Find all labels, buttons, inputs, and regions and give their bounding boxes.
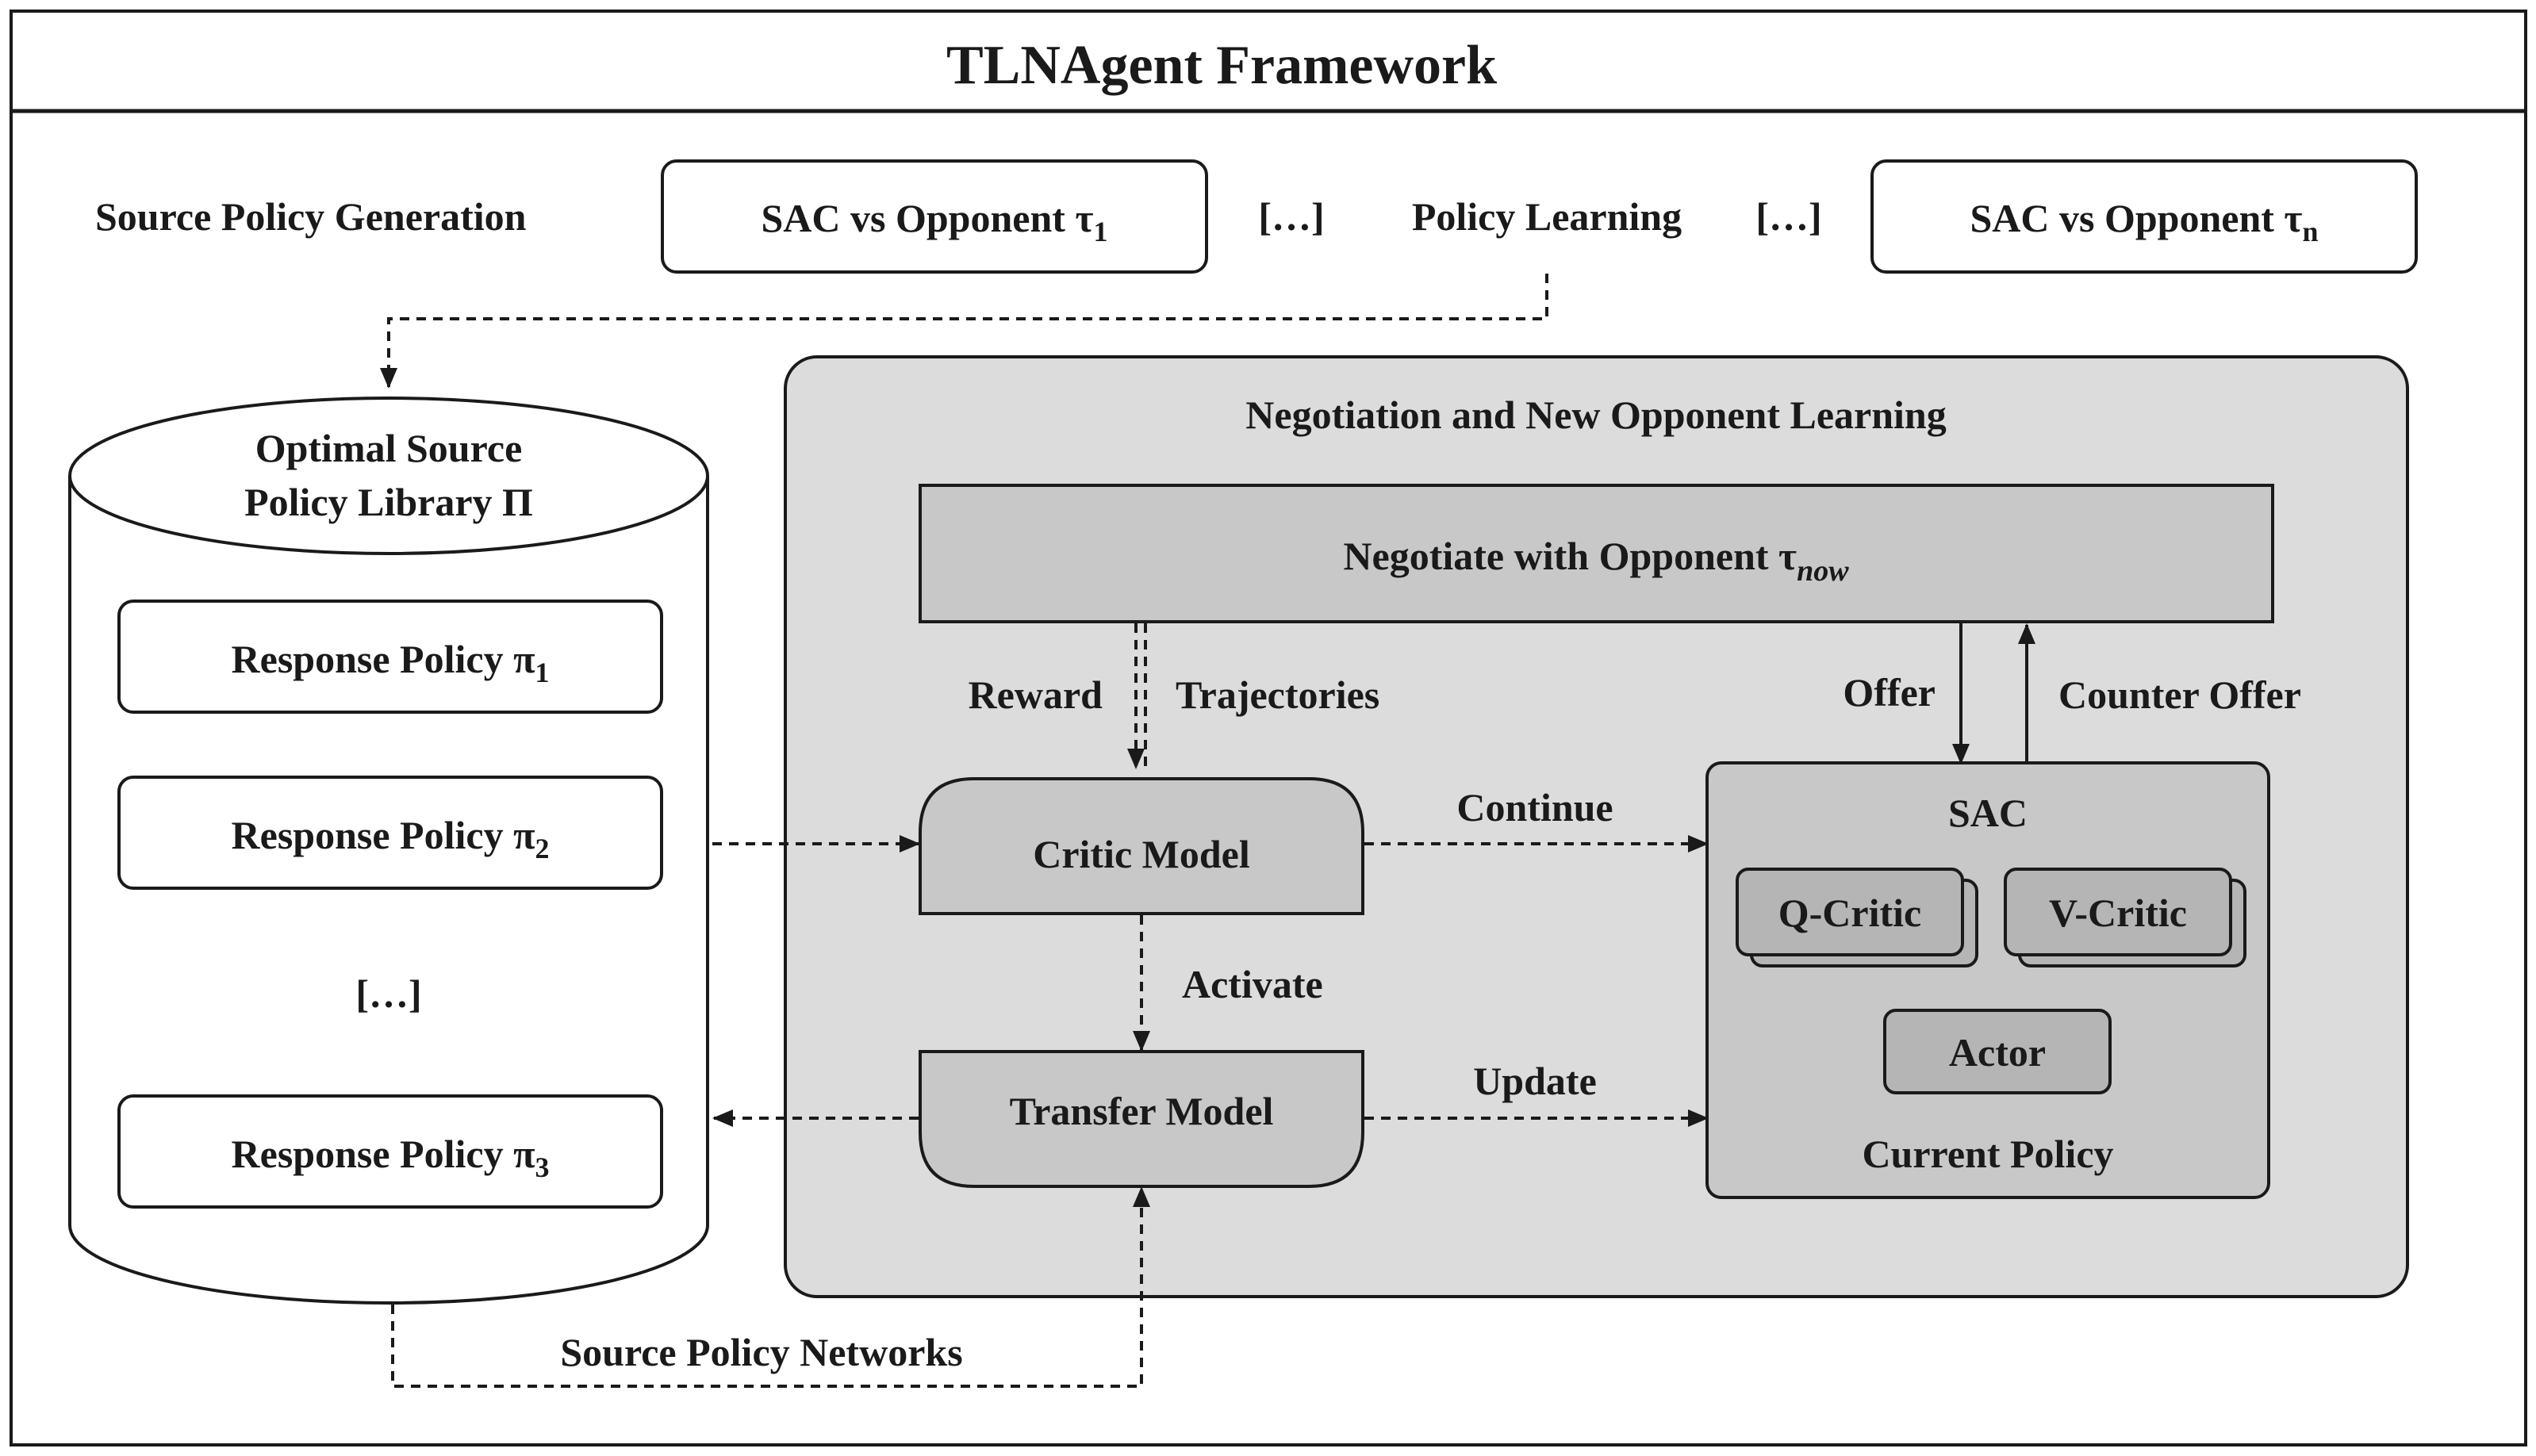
actor-label: Actor bbox=[1949, 1030, 2046, 1075]
ellipsis-right: […] bbox=[1755, 194, 1821, 239]
sac-vs-opponent-last-box bbox=[1870, 159, 2418, 274]
activate-label: Activate bbox=[1182, 962, 1323, 1006]
sac-vs-opponent-first-label: SAC vs Opponent τ1 bbox=[762, 196, 1108, 247]
policy-learning-label: Policy Learning bbox=[1412, 194, 1682, 239]
sac-vs-opponent-last-label: SAC vs Opponent τn bbox=[1970, 196, 2318, 247]
q-critic-box bbox=[1736, 868, 1964, 956]
sac-vs-opponent-first-box bbox=[661, 159, 1208, 274]
counter-offer-label: Counter Offer bbox=[2058, 672, 2301, 717]
library-cylinder-top bbox=[68, 397, 709, 555]
actor-box bbox=[1883, 1009, 2112, 1094]
response-policy-1-box bbox=[117, 600, 663, 714]
ellipsis-left: […] bbox=[1258, 194, 1324, 239]
source-policy-networks-label: Source Policy Networks bbox=[560, 1330, 962, 1374]
response-policy-2-label: Response Policy π2 bbox=[232, 813, 550, 864]
source-policy-networks-arrow bbox=[391, 1186, 1150, 1388]
continue-label: Continue bbox=[1456, 785, 1613, 830]
negotiate-with-opponent-label: Negotiate with Opponent τnow bbox=[1343, 534, 1849, 588]
trajectories-label: Trajectories bbox=[1176, 672, 1379, 717]
diagram-title: TLNAgent Framework bbox=[946, 35, 1497, 96]
response-policy-3-box bbox=[117, 1094, 663, 1209]
response-policy-3-label: Response Policy π3 bbox=[232, 1132, 550, 1183]
transfer-model-label: Transfer Model bbox=[1010, 1089, 1274, 1133]
source-policy-generation-label: Source Policy Generation bbox=[95, 194, 527, 239]
q-critic-label: Q-Critic bbox=[1778, 891, 1921, 935]
reward-label: Reward bbox=[969, 672, 1103, 717]
response-policy-1-label: Response Policy π1 bbox=[232, 637, 550, 688]
response-policy-2-box bbox=[117, 776, 663, 890]
policy-learning-to-library-arrow bbox=[380, 274, 1548, 389]
update-label: Update bbox=[1473, 1059, 1597, 1103]
transfer-model-box bbox=[919, 1050, 1364, 1188]
library-title-line2: Policy Library Π bbox=[244, 480, 533, 524]
critic-model-label: Critic Model bbox=[1033, 832, 1250, 876]
offer-label: Offer bbox=[1843, 670, 1936, 715]
v-critic-box bbox=[2004, 868, 2232, 956]
current-policy-label: Current Policy bbox=[1862, 1132, 2113, 1176]
v-critic-label: V-Critic bbox=[2049, 891, 2187, 935]
sac-title: SAC bbox=[1948, 791, 2028, 835]
library-ellipsis: […] bbox=[355, 971, 421, 1016]
negotiate-with-opponent-box bbox=[919, 484, 2274, 623]
critic-model-box bbox=[919, 777, 1364, 915]
library-title-line1: Optimal Source bbox=[255, 426, 523, 470]
negotiation-panel-title: Negotiation and New Opponent Learning bbox=[1245, 393, 1946, 437]
